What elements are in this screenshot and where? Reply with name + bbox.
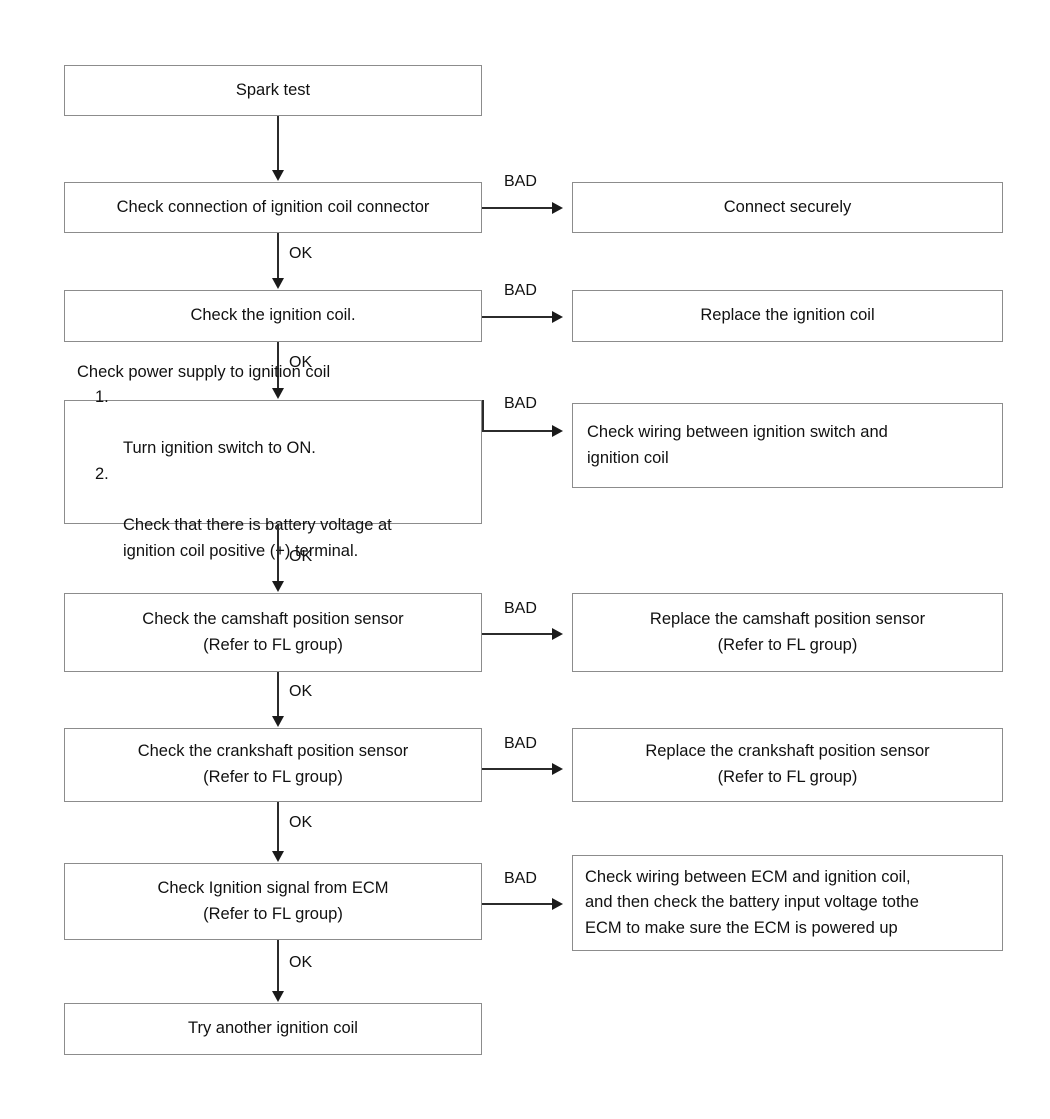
arrowhead-check-coil-bad <box>552 311 563 323</box>
arrowhead-check-coil-to-power-supply <box>272 388 284 399</box>
connector-power-supply-bad-stub <box>482 400 484 431</box>
arrowhead-start-to-check-connector <box>272 170 284 181</box>
check-ecm-line-1: Check Ignition signal from ECM <box>157 878 389 897</box>
arrowhead-check-connector-to-check-coil <box>272 278 284 289</box>
connector-check-coil-to-power-supply <box>277 342 279 389</box>
check-camshaft-line-2: (Refer to FL group) <box>203 635 343 654</box>
edge-label-bad-1: BAD <box>504 173 537 190</box>
node-check-connector[interactable]: Check connection of ignition coil connec… <box>64 182 482 233</box>
check-crankshaft-line-2: (Refer to FL group) <box>203 768 343 786</box>
arrowhead-ecm-to-try-another-coil <box>272 991 284 1002</box>
edge-label-ok-4: OK <box>289 683 313 700</box>
check-camshaft-line-1: Check the camshaft position sensor <box>142 609 404 628</box>
replace-camshaft-line-2: (Refer to FL group) <box>717 635 858 654</box>
edge-label-bad-2: BAD <box>504 282 537 299</box>
check-crankshaft-line-1: Check the crankshaft position sensor <box>137 742 409 761</box>
node-check-ecm-wiring[interactable]: Check wiring between ECM and ignition co… <box>572 855 1003 951</box>
node-check-ignition-coil-label: Check the ignition coil. <box>190 306 356 325</box>
ecm-wiring-line-2: and then check the battery input voltage… <box>585 893 919 912</box>
power-supply-step-text: Turn ignition switch to ON. <box>123 439 316 458</box>
connector-ecm-to-try-another-coil <box>277 940 279 992</box>
connector-start-to-check-connector <box>277 116 279 171</box>
edge-label-ok-5: OK <box>289 814 313 831</box>
node-check-camshaft-sensor-content: Check the camshaft position sensor (Refe… <box>75 607 471 658</box>
replace-crankshaft-line-1: Replace the crankshaft position sensor <box>645 742 930 761</box>
node-try-another-coil-label: Try another ignition coil <box>188 1019 358 1038</box>
power-supply-step-text: Check that there is battery voltage at i… <box>123 516 392 560</box>
power-supply-step: 2. Check that there is battery voltage a… <box>95 462 469 564</box>
node-check-crankshaft-sensor-content: Check the crankshaft position sensor (Re… <box>75 739 471 790</box>
arrowhead-crankshaft-bad <box>552 763 563 775</box>
ecm-wiring-line-3: ECM to make sure the ECM is powered up <box>585 918 898 937</box>
ecm-wiring-line-1: Check wiring between ECM and ignition co… <box>585 867 911 886</box>
check-ecm-line-2: (Refer to FL group) <box>203 904 343 923</box>
node-spark-test[interactable]: Spark test <box>64 65 482 116</box>
replace-crankshaft-line-2: (Refer to FL group) <box>717 768 858 786</box>
arrowhead-ecm-bad <box>552 898 563 910</box>
node-spark-test-label: Spark test <box>235 80 311 99</box>
edge-label-bad-5: BAD <box>504 735 537 752</box>
node-connect-securely-label: Connect securely <box>723 197 852 216</box>
node-check-power-supply[interactable]: Check power supply to ignition coil 1. T… <box>64 363 482 560</box>
node-check-wiring-ignition-switch[interactable]: Check wiring between ignition switch and… <box>572 403 1003 488</box>
node-replace-camshaft-sensor[interactable]: Replace the camshaft position sensor (Re… <box>572 593 1003 672</box>
edge-label-ok-1: OK <box>289 245 313 262</box>
connector-power-supply-to-cam-sensor <box>277 524 279 582</box>
node-connect-securely[interactable]: Connect securely <box>572 182 1003 233</box>
connector-camshaft-bad <box>482 633 554 635</box>
wiring-switch-line-1: Check wiring between ignition switch and <box>587 422 888 441</box>
edge-label-bad-6: BAD <box>504 870 537 887</box>
node-check-power-supply-content: Check power supply to ignition coil 1. T… <box>77 360 469 565</box>
node-check-power-supply-steps: 1. Turn ignition switch to ON. 2. Check … <box>77 385 469 564</box>
connector-check-coil-bad <box>482 316 554 318</box>
connector-check-connector-to-check-coil <box>277 233 279 279</box>
node-check-crankshaft-sensor[interactable]: Check the crankshaft position sensor (Re… <box>64 728 482 802</box>
node-replace-crankshaft-sensor-content: Replace the crankshaft position sensor (… <box>583 739 992 790</box>
node-replace-ignition-coil-label: Replace the ignition coil <box>700 306 875 325</box>
node-check-power-supply-heading: Check power supply to ignition coil <box>77 362 331 381</box>
node-check-wiring-ignition-switch-content: Check wiring between ignition switch and… <box>587 420 988 471</box>
node-check-camshaft-sensor[interactable]: Check the camshaft position sensor (Refe… <box>64 593 482 672</box>
connector-crankshaft-to-ecm <box>277 802 279 852</box>
arrowhead-crankshaft-to-ecm <box>272 851 284 862</box>
connector-camshaft-to-crankshaft <box>277 672 279 717</box>
node-check-connector-label: Check connection of ignition coil connec… <box>116 197 430 216</box>
power-supply-step: 1. Turn ignition switch to ON. <box>95 385 469 462</box>
edge-label-ok-3: OK <box>289 548 313 565</box>
edge-label-ok-6: OK <box>289 954 313 971</box>
arrowhead-power-supply-bad <box>552 425 563 437</box>
edge-label-bad-3: BAD <box>504 395 537 412</box>
node-replace-ignition-coil[interactable]: Replace the ignition coil <box>572 290 1003 342</box>
node-try-another-coil[interactable]: Try another ignition coil <box>64 1003 482 1055</box>
node-check-ignition-coil[interactable]: Check the ignition coil. <box>64 290 482 342</box>
power-supply-step-number: 2. <box>95 465 109 483</box>
edge-label-bad-4: BAD <box>504 600 537 617</box>
arrowhead-check-connector-bad <box>552 202 563 214</box>
arrowhead-power-supply-to-cam-sensor <box>272 581 284 592</box>
replace-camshaft-line-1: Replace the camshaft position sensor <box>649 609 926 628</box>
node-check-ecm-wiring-content: Check wiring between ECM and ignition co… <box>585 865 990 942</box>
node-check-ecm-signal-content: Check Ignition signal from ECM (Refer to… <box>75 876 471 927</box>
arrowhead-camshaft-bad <box>552 628 563 640</box>
wiring-switch-line-2: ignition coil <box>587 448 669 467</box>
node-check-ecm-signal[interactable]: Check Ignition signal from ECM (Refer to… <box>64 863 482 940</box>
connector-check-connector-bad <box>482 207 554 209</box>
node-replace-crankshaft-sensor[interactable]: Replace the crankshaft position sensor (… <box>572 728 1003 802</box>
node-replace-camshaft-sensor-content: Replace the camshaft position sensor (Re… <box>583 607 992 658</box>
connector-ecm-bad <box>482 903 554 905</box>
connector-power-supply-bad <box>482 430 554 432</box>
power-supply-step-number: 1. <box>95 388 109 407</box>
connector-crankshaft-bad <box>482 768 554 770</box>
edge-label-ok-2: OK <box>289 354 313 371</box>
arrowhead-camshaft-to-crankshaft <box>272 716 284 727</box>
